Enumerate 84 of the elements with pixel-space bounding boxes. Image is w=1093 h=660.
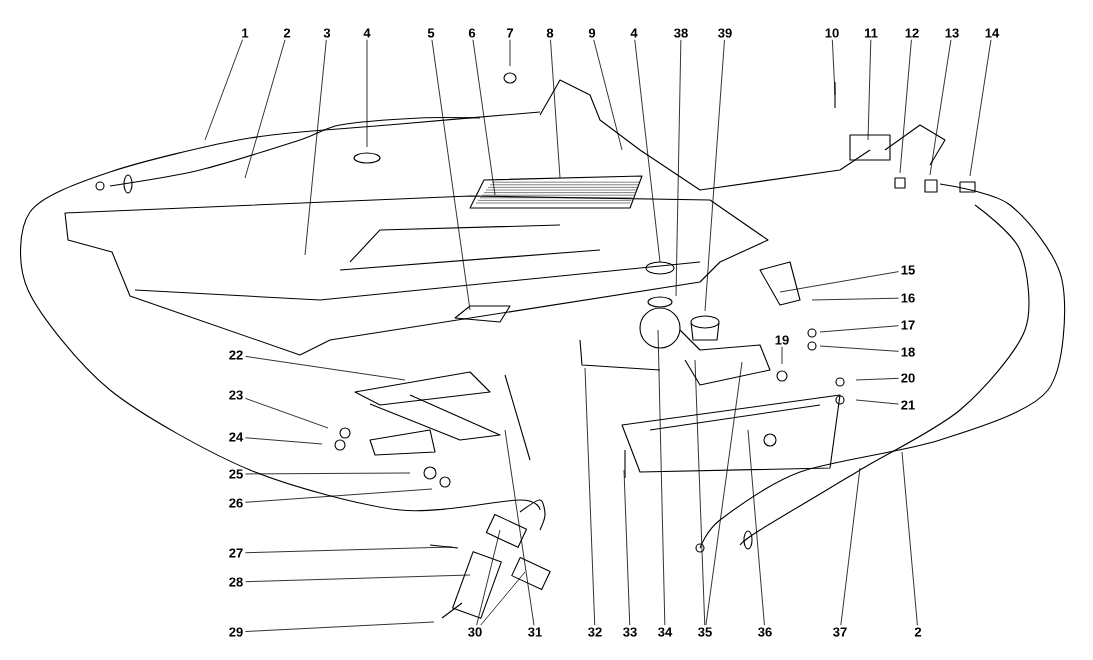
callout-number: 29 (229, 627, 243, 637)
callout-number: 30 (468, 627, 482, 637)
callout-number: 11 (864, 28, 878, 38)
leader-line (781, 346, 783, 365)
leader-line (504, 429, 535, 626)
callout-number: 36 (758, 627, 772, 637)
leader-line (779, 271, 899, 293)
leader-line (204, 39, 243, 141)
leader-line (855, 399, 899, 405)
callout-number: 10 (825, 28, 839, 38)
leader-line (747, 429, 765, 626)
callout-number: 6 (468, 28, 476, 38)
callout-number: 15 (901, 265, 915, 275)
callout-number: 2 (283, 28, 291, 38)
leader-line (705, 361, 743, 626)
leader-line (431, 39, 471, 311)
callout-number: 18 (901, 347, 915, 357)
callout-number: 13 (945, 28, 959, 38)
leader-line (480, 571, 526, 626)
callout-number: 4 (363, 28, 371, 38)
leader-line (901, 451, 918, 626)
callout-number: 26 (229, 498, 243, 508)
leader-line (584, 367, 596, 626)
callout-number: 9 (588, 28, 596, 38)
leader-line (245, 398, 329, 429)
leader-line (245, 356, 406, 381)
leader-line (245, 472, 411, 475)
leader-line (245, 546, 453, 554)
leader-line (929, 39, 952, 176)
callout-number: 28 (229, 577, 243, 587)
callout-number: 20 (901, 373, 915, 383)
callout-number: 5 (427, 28, 435, 38)
leader-line (509, 39, 511, 67)
callout-number: 3 (323, 28, 331, 38)
callout-number: 22 (229, 350, 243, 360)
leader-line (245, 488, 433, 503)
leader-line (472, 39, 496, 196)
leader-line (245, 437, 323, 445)
leader-line (550, 39, 561, 179)
callout-number: 7 (506, 28, 514, 38)
leader-line (245, 621, 435, 632)
leader-line (855, 377, 899, 381)
callout-number: 31 (528, 627, 542, 637)
leader-line (704, 39, 725, 312)
callout-number: 39 (718, 28, 732, 38)
callout-number: 38 (674, 28, 688, 38)
callout-number: 33 (623, 627, 637, 637)
leader-line (476, 529, 501, 626)
callout-number: 27 (229, 548, 243, 558)
leader-line (831, 39, 836, 96)
leader-line (623, 469, 631, 626)
callout-number: 2 (914, 627, 922, 637)
callout-number: 1 (242, 28, 249, 38)
leader-line (969, 39, 992, 177)
leader-line (657, 329, 666, 626)
leader-line (634, 39, 661, 263)
callout-number: 32 (588, 627, 602, 637)
callout-number: 17 (901, 320, 915, 330)
leader-line (366, 39, 368, 148)
leader-line (811, 297, 899, 301)
callout-number: 21 (901, 400, 915, 410)
callout-number: 16 (901, 293, 915, 303)
leader-line (675, 39, 682, 297)
leader-line (899, 39, 912, 174)
leader-line (819, 345, 899, 352)
leader-line (304, 39, 327, 256)
leader-line (840, 467, 861, 626)
leader-line (867, 39, 872, 141)
callout-number: 34 (658, 627, 673, 637)
callout-number: 35 (698, 627, 712, 637)
leader-line (245, 574, 471, 583)
leader-line (244, 39, 286, 179)
callout-number: 24 (229, 432, 244, 442)
callout-number: 8 (546, 28, 554, 38)
callout-number: 4 (630, 28, 638, 38)
leader-line (694, 359, 706, 626)
callout-number: 23 (229, 390, 243, 400)
callout-number: 37 (833, 627, 847, 637)
callout-number: 14 (985, 28, 1000, 38)
leader-line (593, 39, 623, 151)
callout-number: 19 (775, 335, 789, 345)
callout-number: 25 (229, 469, 243, 479)
leader-line (819, 325, 899, 333)
callout-number: 12 (905, 28, 919, 38)
